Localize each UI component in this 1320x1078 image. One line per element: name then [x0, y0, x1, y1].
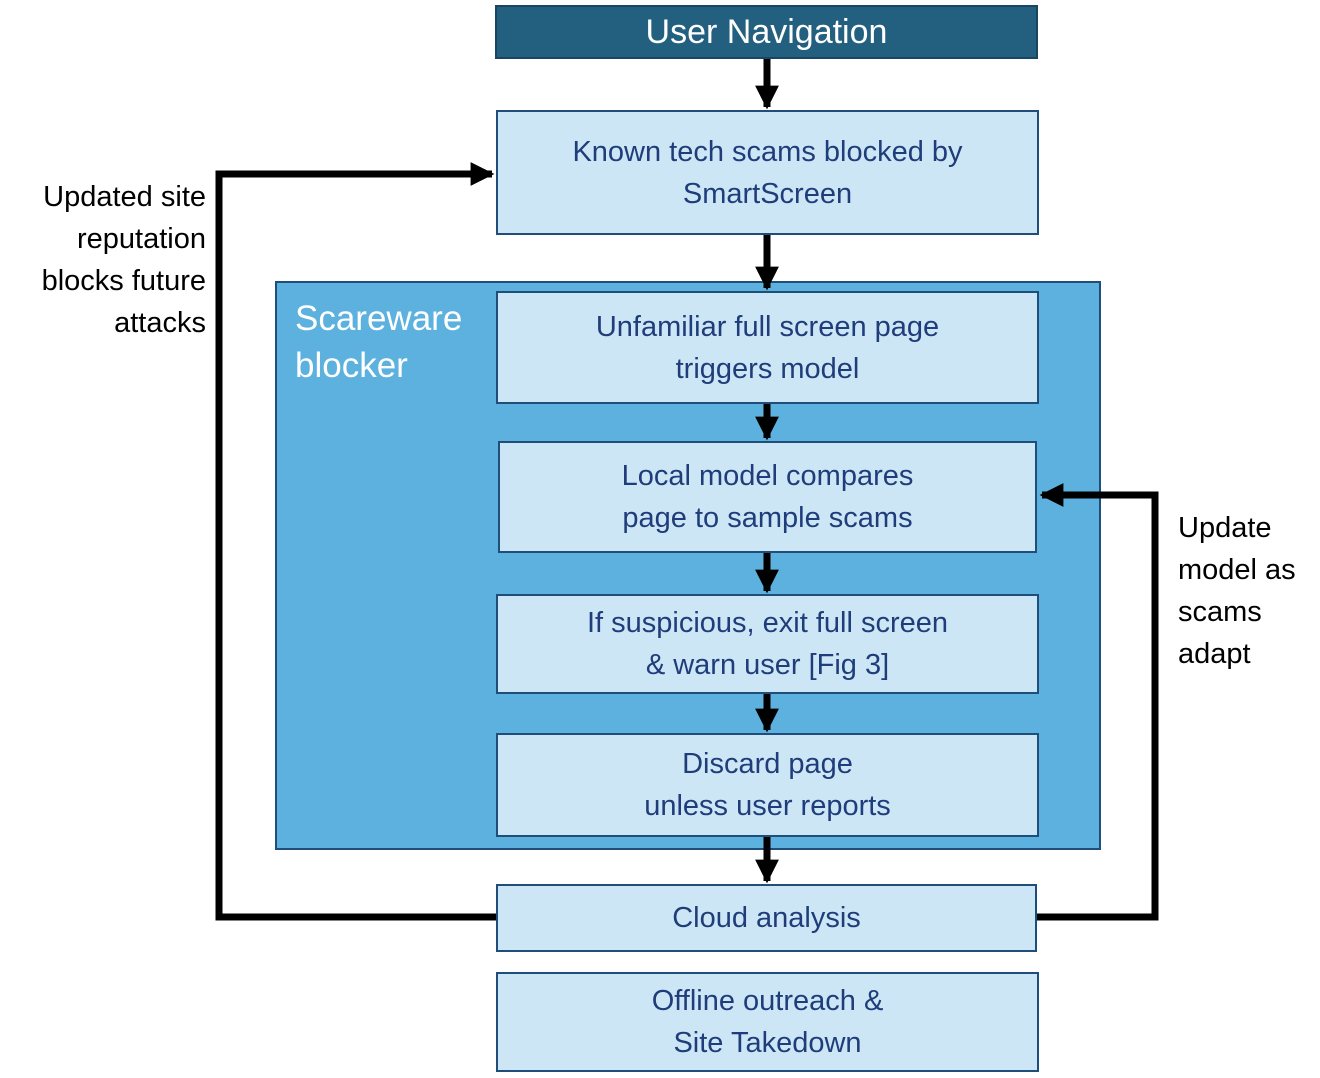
right-feedback-line3: scams	[1178, 596, 1262, 628]
left-feedback-label: Updated site reputation blocks future at…	[0, 176, 206, 344]
region-label-line1: Scareware	[295, 299, 463, 338]
step-offline-outreach-box: Offline outreach & Site Takedown	[496, 972, 1039, 1072]
step-known-scams-line2: SmartScreen	[682, 177, 853, 210]
step-unfamiliar-page-box: Unfamiliar full screen page triggers mod…	[496, 291, 1039, 404]
left-feedback-line2: reputation	[77, 223, 206, 255]
step-cloud-analysis-box: Cloud analysis	[496, 884, 1037, 952]
right-feedback-line2: model as	[1178, 554, 1296, 586]
step-unfamiliar-page-line1: Unfamiliar full screen page	[595, 310, 940, 343]
step-suspicious-line2: & warn user [Fig 3]	[645, 649, 890, 681]
user-navigation-box: User Navigation	[495, 5, 1038, 59]
step-local-model-line1: Local model compares	[621, 460, 914, 492]
user-navigation-label: User Navigation	[645, 13, 888, 51]
right-feedback-line4: adapt	[1178, 638, 1251, 670]
step-unfamiliar-page-line2: triggers model	[675, 352, 860, 385]
step-suspicious-line1: If suspicious, exit full screen	[586, 607, 949, 639]
scareware-blocker-label: Scareware blocker	[295, 295, 495, 389]
step-known-scams-line1: Known tech scams blocked by	[572, 135, 963, 168]
step-suspicious-box: If suspicious, exit full screen & warn u…	[496, 594, 1039, 694]
step-known-scams-box: Known tech scams blocked by SmartScreen	[496, 110, 1039, 235]
step-discard-line2: unless user reports	[644, 790, 891, 822]
feedback-loop-right	[1037, 483, 1159, 921]
step-cloud-analysis-line1: Cloud analysis	[672, 902, 861, 934]
region-label-line2: blocker	[295, 346, 408, 385]
step-discard-box: Discard page unless user reports	[496, 733, 1039, 837]
step-local-model-line2: page to sample scams	[622, 502, 913, 534]
feedback-loop-left	[215, 162, 496, 921]
left-feedback-line1: Updated site	[43, 181, 206, 213]
step-local-model-box: Local model compares page to sample scam…	[498, 441, 1037, 553]
right-feedback-label: Update model as scams adapt	[1178, 507, 1318, 675]
left-feedback-line4: attacks	[114, 307, 206, 339]
step-discard-line1: Discard page	[682, 748, 853, 780]
left-feedback-line3: blocks future	[41, 265, 206, 297]
step-offline-outreach-line1: Offline outreach &	[651, 985, 884, 1017]
right-feedback-line1: Update	[1178, 512, 1272, 544]
step-offline-outreach-line2: Site Takedown	[673, 1027, 862, 1059]
